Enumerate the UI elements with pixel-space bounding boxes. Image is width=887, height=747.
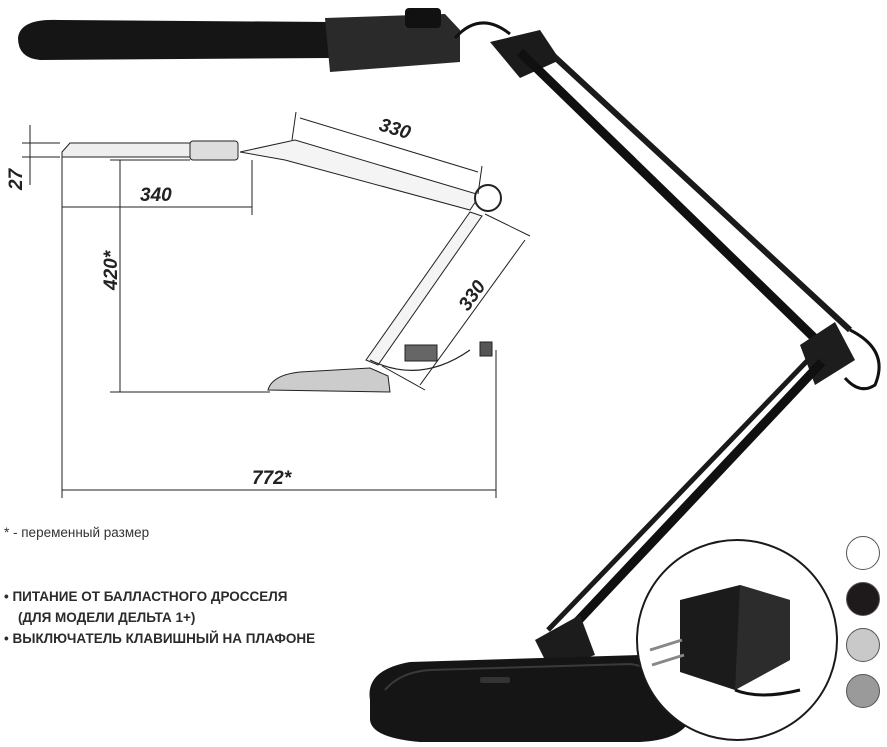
dim-height: 420*	[101, 249, 122, 291]
dim-lower-arm: 330	[455, 277, 491, 315]
feature-item: (ДЛЯ МОДЕЛИ ДЕЛЬТА 1+)	[18, 610, 196, 625]
feature-item: • ПИТАНИЕ ОТ БАЛЛАСТНОГО ДРОССЕЛЯ	[4, 589, 288, 604]
color-swatches	[846, 536, 886, 720]
swatch-white[interactable]	[846, 536, 880, 570]
swatch-black[interactable]	[846, 582, 880, 616]
lamp-base	[369, 655, 690, 742]
feature-list: • ПИТАНИЕ ОТ БАЛЛАСТНОГО ДРОССЕЛЯ (ДЛЯ М…	[4, 586, 315, 649]
dim-upper-arm: 330	[377, 115, 414, 144]
dim-shade-length: 340	[140, 185, 172, 206]
dim-reach: 772*	[252, 468, 293, 489]
footnote-variable-size: * - переменный размер	[4, 525, 150, 540]
lamp-photo	[18, 8, 881, 742]
drawing-shade	[61, 142, 191, 158]
dim-shade-height: 27	[6, 167, 27, 191]
drawing-base	[267, 367, 391, 393]
swatch-gray[interactable]	[846, 674, 880, 708]
dimension-drawing	[22, 111, 531, 498]
ballast-adapter-inset	[636, 539, 838, 741]
feature-item: • ВЫКЛЮЧАТЕЛЬ КЛАВИШНЫЙ НА ПЛАФОНЕ	[4, 631, 316, 646]
lamp-shade	[18, 19, 330, 60]
swatch-light-gray[interactable]	[846, 628, 880, 662]
